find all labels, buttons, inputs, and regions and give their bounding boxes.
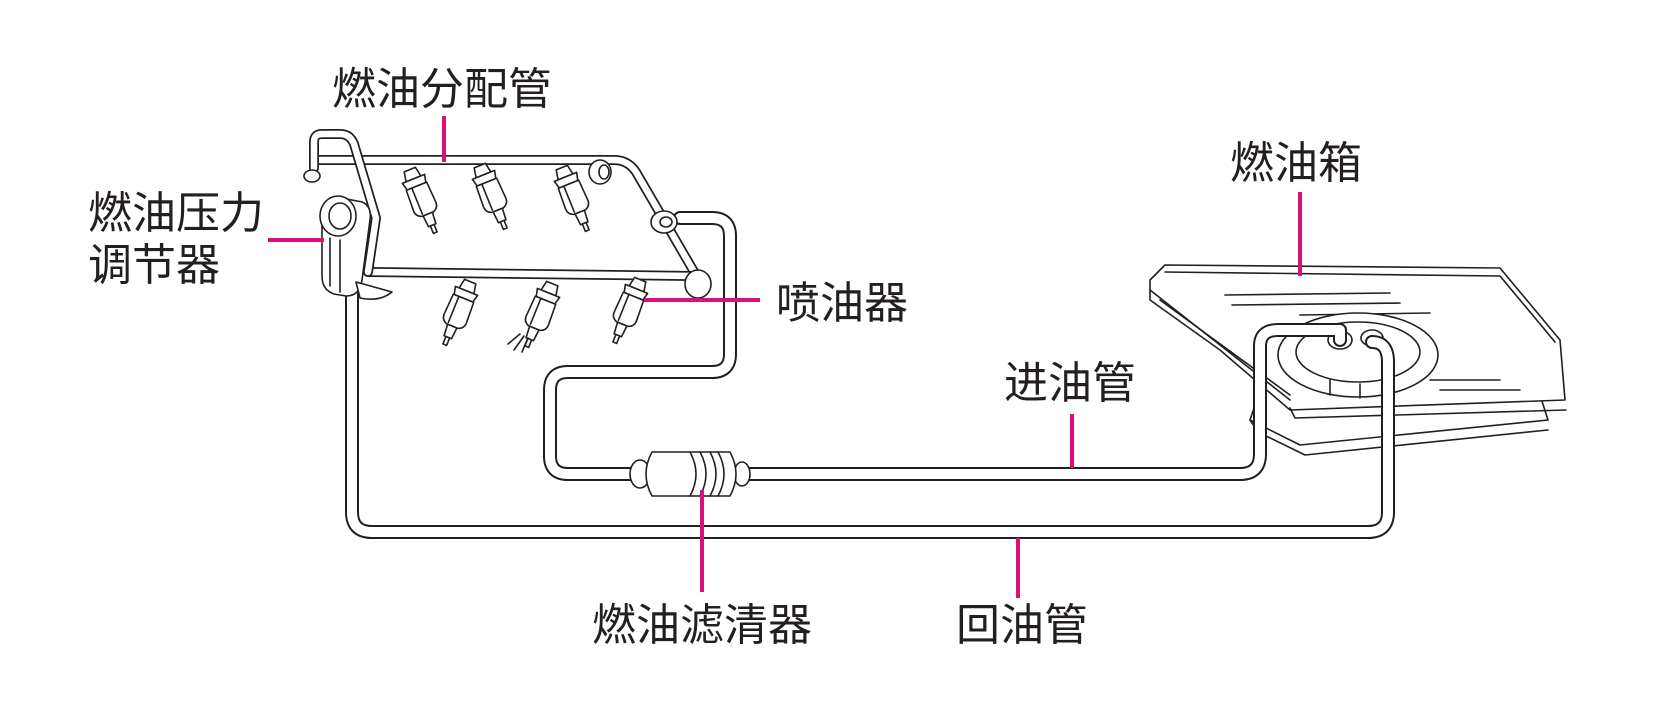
fuel-pressure-regulator	[319, 195, 393, 300]
label-return-pipe: 回油管	[956, 600, 1088, 651]
label-fuel-filter: 燃油滤清器	[592, 600, 812, 651]
injector-lower-3	[602, 274, 653, 348]
injector-lower-1	[432, 276, 483, 350]
return-pipe	[345, 255, 1395, 539]
label-injector: 喷油器	[776, 278, 908, 329]
label-fuel-tank: 燃油箱	[1230, 138, 1362, 189]
label-pressure-regulator-line2: 调节器	[88, 240, 220, 291]
fuel-tank	[1149, 264, 1567, 456]
injector-lower-2	[507, 278, 565, 353]
label-pressure-regulator-line1: 燃油压力	[88, 188, 264, 239]
fuel-filter	[629, 451, 751, 497]
fuel-rail	[303, 129, 712, 299]
leader-lines	[268, 116, 1302, 598]
label-supply-pipe: 进油管	[1004, 358, 1136, 409]
injector-upper-1	[397, 164, 448, 238]
label-fuel-rail: 燃油分配管	[332, 64, 552, 115]
injector-upper-2	[467, 160, 518, 234]
supply-pipe	[543, 211, 1347, 481]
